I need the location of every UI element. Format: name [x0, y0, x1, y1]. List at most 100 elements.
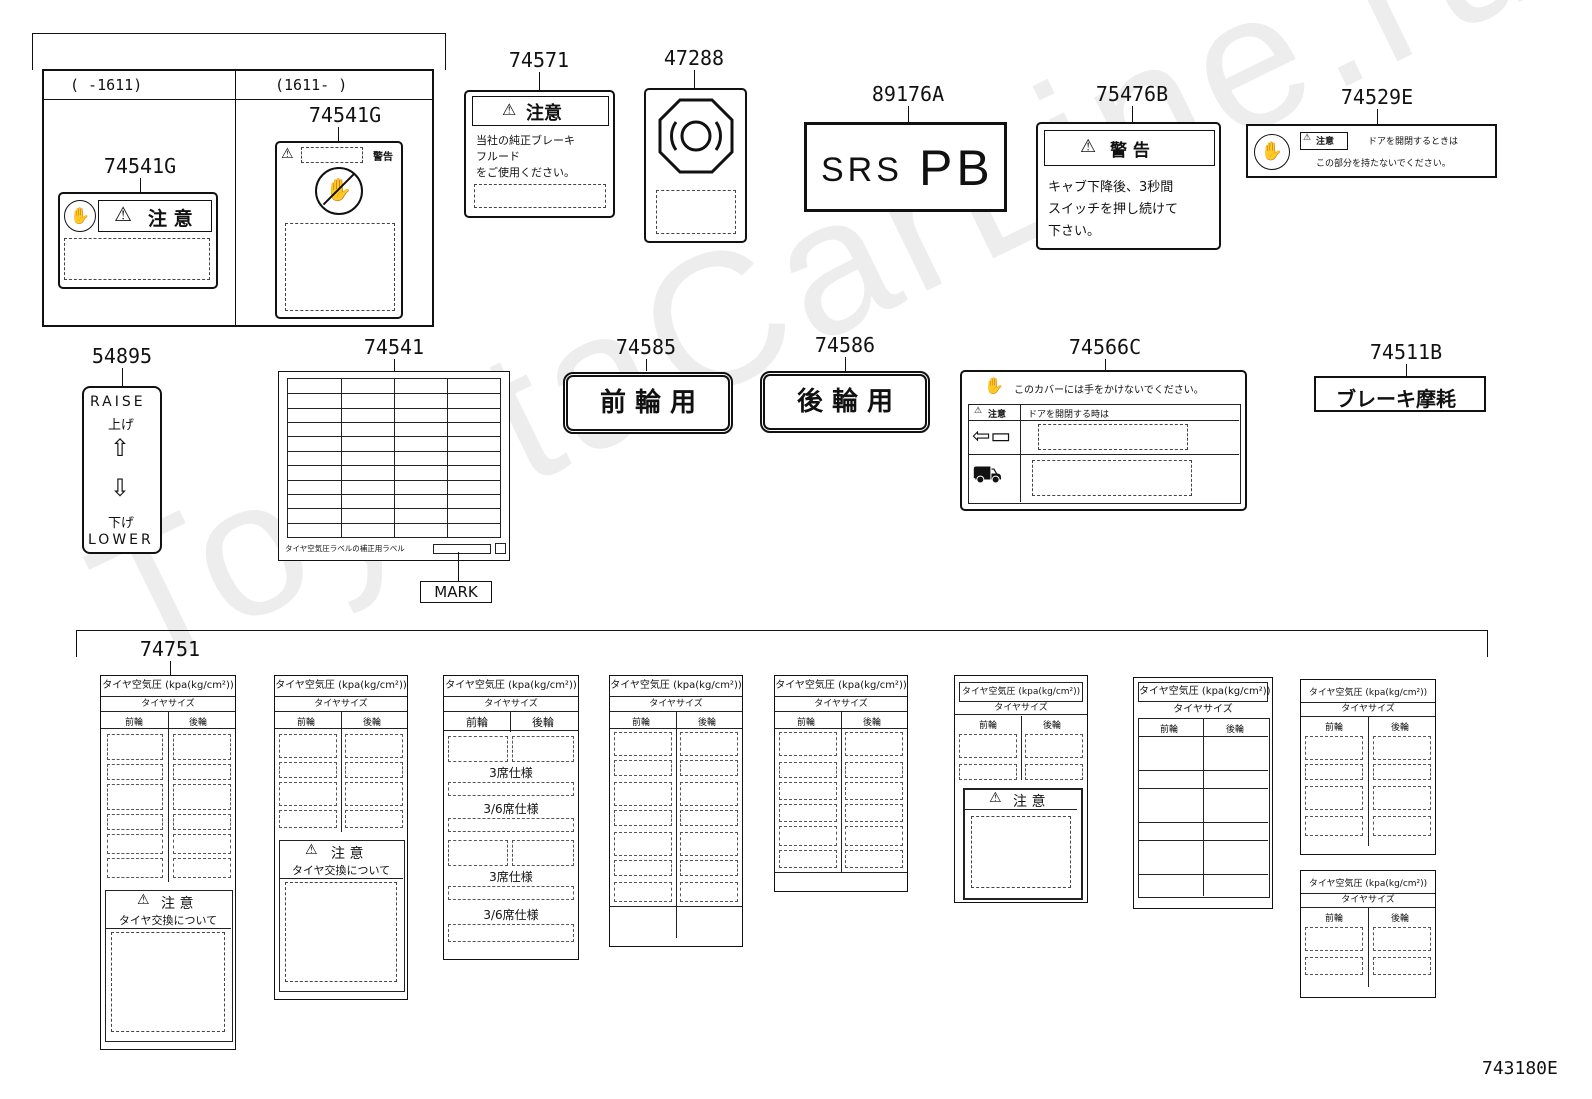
value-cell — [279, 810, 337, 828]
label-74571[interactable]: ⚠ 注意 当社の純正ブレーキ フルード をご使用ください。 — [464, 90, 615, 218]
divider — [775, 872, 907, 873]
value-cell — [614, 860, 672, 876]
text-area — [285, 223, 395, 311]
value-cell — [1025, 764, 1083, 780]
value-cell — [614, 782, 672, 806]
label-89176A[interactable]: SRS PB — [804, 122, 1007, 212]
divider — [1138, 736, 1268, 737]
value-cell — [779, 850, 837, 868]
value-cell — [512, 736, 574, 762]
label-47288[interactable] — [644, 88, 747, 243]
caution-panel — [963, 788, 1083, 900]
caution-text: 注 意 — [161, 896, 194, 912]
raise-en: RAISE — [90, 394, 146, 410]
part-number-74541: 74541 — [363, 335, 425, 359]
tire-size: タイヤサイズ — [1301, 702, 1435, 717]
divider — [841, 712, 842, 872]
value-cell — [1305, 764, 1363, 780]
label-74586[interactable]: 後 輪 用 — [760, 371, 930, 433]
top-text: このカバーには手をかけないでください。 — [1014, 385, 1204, 396]
label-74541G-new[interactable]: ⚠ 警告 ✋ — [275, 141, 403, 319]
text-area — [285, 882, 397, 982]
value-cell — [845, 762, 903, 778]
tire-title: タイヤ空気圧 (kpa(kg/cm²)) — [444, 676, 578, 697]
caution-text: 注 意 — [331, 846, 364, 862]
value-cell — [845, 850, 903, 868]
value-cell — [107, 734, 163, 760]
front-header: 前輪 — [466, 716, 488, 729]
door-icon: ⇦▭ — [972, 424, 1012, 449]
value-cell — [680, 832, 738, 856]
divider — [168, 712, 169, 882]
value-cell — [845, 782, 903, 800]
label-74529E[interactable]: ✋ ⚠ 注意 ドアを開閉するときは この部分を持たないでください。 — [1246, 124, 1497, 178]
bottom-bracket — [76, 630, 1488, 657]
warning-triangle-icon: ⚠ — [1303, 133, 1312, 143]
warning-title: 警 告 — [1110, 141, 1150, 161]
part-number-74541G-new: 74541G — [308, 103, 382, 127]
row-2-text: この部分を持たないでください。 — [1316, 159, 1451, 169]
tire-label-4[interactable]: タイヤ空気圧 (kpa(kg/cm²)) タイヤサイズ 前輪 後輪 — [609, 675, 743, 947]
grid-column-line — [341, 379, 342, 537]
part-number-74585: 74585 — [615, 335, 677, 359]
label-74585[interactable]: 前 輪 用 — [563, 372, 733, 434]
label-74511B[interactable]: ブレーキ摩耗 — [1314, 376, 1486, 412]
value-cell — [107, 834, 163, 854]
value-cell — [1025, 734, 1083, 758]
grid-row-line — [288, 494, 500, 495]
body-line-1: キャブ下降後、3秒間 — [1048, 180, 1174, 195]
label-75476B[interactable]: ⚠ 警 告 キャブ下降後、3秒間 スイッチを押し続けて 下さい。 — [1036, 122, 1221, 250]
tire-label-9[interactable]: タイヤ空気圧 (kpa(kg/cm²)) タイヤサイズ 前輪 後輪 — [1300, 870, 1436, 998]
seat-36-label: 3/6席仕様 — [483, 802, 539, 816]
tire-label-3[interactable]: タイヤ空気圧 (kpa(kg/cm²)) タイヤサイズ 前輪 後輪 3席仕様 3… — [443, 675, 579, 960]
hand-icon: ✋ — [984, 376, 1004, 395]
text-area — [64, 238, 210, 280]
value-cell — [845, 804, 903, 822]
hand-icon: ✋ — [1254, 134, 1290, 170]
tire-label-6[interactable]: タイヤ空気圧 (kpa(kg/cm²)) タイヤサイズ 前輪 後輪 ⚠ 注 意 — [954, 675, 1088, 903]
range-new: (1611- ) — [275, 76, 348, 94]
tire-title: タイヤ空気圧 (kpa(kg/cm²)) — [101, 676, 235, 697]
part-number-75476B: 75476B — [1095, 82, 1169, 106]
value-cell — [779, 804, 837, 822]
value-cell — [1305, 957, 1363, 975]
divider — [1368, 716, 1369, 846]
front-header: 前輪 — [1325, 914, 1344, 924]
brake-warning-icon — [658, 98, 734, 174]
label-74541[interactable]: タイヤ空気圧ラベルの補正用ラベル — [278, 371, 510, 561]
divider — [444, 730, 578, 731]
tire-label-7[interactable]: タイヤ空気圧 (kpa(kg/cm²)) タイヤサイズ 前輪 後輪 — [1133, 677, 1273, 909]
tire-label-5[interactable]: タイヤ空気圧 (kpa(kg/cm²)) タイヤサイズ 前輪 後輪 — [774, 675, 908, 892]
caution-box — [1300, 132, 1348, 150]
value-cell — [279, 782, 337, 806]
label-74541G-old[interactable]: ✋ ⚠ 注 意 — [58, 192, 218, 289]
small-square — [495, 543, 506, 554]
mark-leader — [458, 552, 459, 582]
tire-size: タイヤサイズ — [775, 697, 907, 712]
rear-wheel-text: 後 輪 用 — [796, 387, 894, 417]
lower-jp: 下げ — [108, 516, 135, 531]
grid-column-line — [447, 379, 448, 537]
value-cell — [1305, 736, 1363, 760]
value-cell — [779, 826, 837, 846]
tire-label-2[interactable]: タイヤ空気圧 (kpa(kg/cm²)) タイヤサイズ 前輪 後輪 ⚠ 注 意 … — [274, 675, 408, 1000]
divider — [965, 809, 1077, 810]
warning-triangle-icon: ⚠ — [974, 406, 983, 416]
leader-line — [140, 178, 141, 192]
body-line-1: 当社の純正ブレーキ — [476, 134, 575, 147]
rear-header: 後輪 — [363, 718, 382, 728]
tire-title: タイヤ空気圧 (kpa(kg/cm²)) — [610, 676, 742, 697]
caution-panel — [105, 890, 233, 1042]
leader-line — [1105, 359, 1106, 370]
tire-label-8[interactable]: タイヤ空気圧 (kpa(kg/cm²)) タイヤサイズ 前輪 後輪 — [1300, 679, 1436, 855]
tire-label-1[interactable]: タイヤ空気圧 (kpa(kg/cm²)) タイヤサイズ 前輪 後輪 ⚠ 注 意 … — [100, 675, 236, 1050]
mark-tag: MARK — [420, 581, 492, 603]
lower-en: LOWER — [88, 532, 154, 548]
label-74566C[interactable]: ✋ このカバーには手をかけないでください。 ⚠ 注意 ドアを開閉する時は ⇦▭ … — [960, 370, 1247, 511]
grid-column-line — [394, 379, 395, 537]
caution-text: 注意 — [526, 103, 562, 124]
warning-triangle-icon: ⚠ — [281, 146, 294, 162]
label-54895[interactable]: RAISE 上げ ⇧ ⇩ 下げ LOWER — [82, 386, 162, 554]
header-area — [301, 147, 363, 163]
seat-3-label: 3席仕様 — [489, 766, 533, 780]
